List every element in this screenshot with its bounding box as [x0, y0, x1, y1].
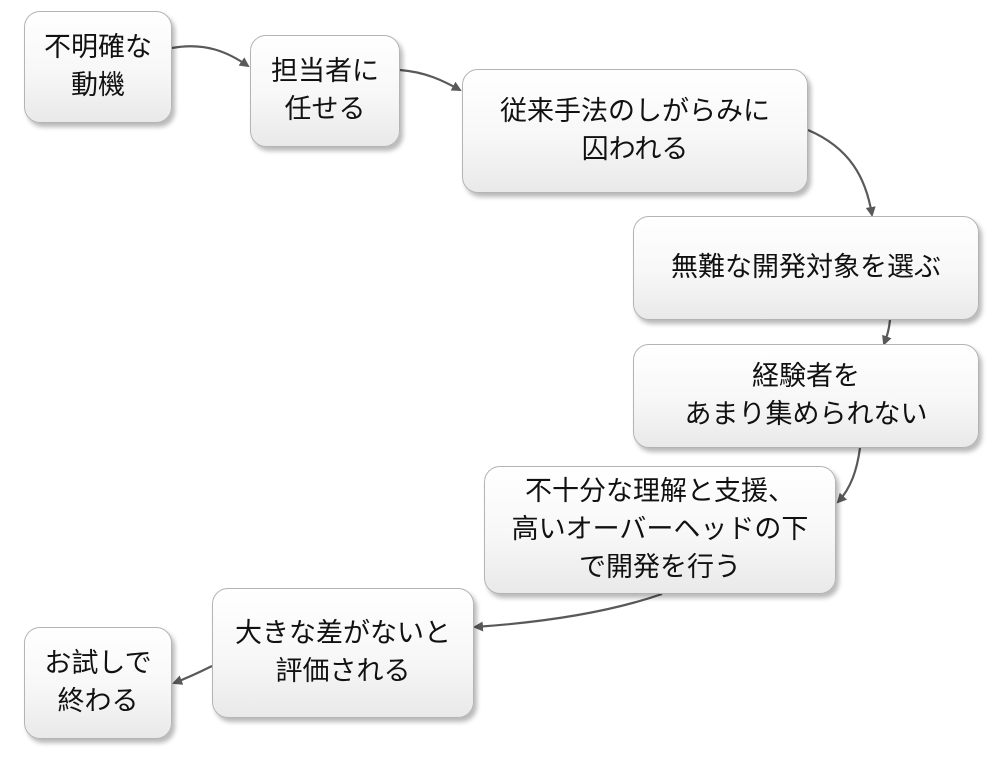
step-choose-safe-target-text: 無難な開発対象を選ぶ — [671, 252, 941, 283]
step-leave-to-staff-text: 担当者に 任せる — [271, 56, 379, 125]
arrow-s6-to-s7 — [473, 592, 663, 632]
step-unclear-motivation-text: 不明確な 動機 — [44, 32, 152, 101]
step-develop-under-overhead-text: 不十分な理解と支援、 高いオーバーヘッドの下 で開発を行う — [511, 476, 809, 583]
arrow-s4-to-s5 — [882, 319, 892, 346]
arrow-s5-to-s6 — [836, 447, 862, 504]
arrow-s2-to-s3 — [399, 68, 462, 91]
step-choose-safe-target: 無難な開発対象を選ぶ — [633, 216, 979, 320]
step-few-experienced-staff: 経験者を あまり集められない — [633, 344, 979, 448]
step-develop-under-overhead: 不十分な理解と支援、 高いオーバーヘッドの下 で開発を行う — [484, 466, 836, 594]
step-few-experienced-staff-text: 経験者を あまり集められない — [684, 361, 928, 430]
step-leave-to-staff: 担当者に 任せる — [250, 35, 400, 147]
step-ends-as-trial: お試しで 終わる — [24, 627, 172, 739]
arrow-s1-to-s2 — [171, 45, 250, 68]
step-bound-by-legacy-methods: 従来手法のしがらみに 囚われる — [462, 69, 808, 193]
step-bound-by-legacy-methods-text: 従来手法のしがらみに 囚われる — [500, 96, 770, 165]
step-evaluated-no-difference: 大きな差がないと 評価される — [212, 588, 474, 718]
step-unclear-motivation: 不明確な 動機 — [24, 11, 172, 123]
arrow-s7-to-s8 — [172, 665, 213, 685]
step-evaluated-no-difference-text: 大きな差がないと 評価される — [235, 618, 451, 687]
step-ends-as-trial-text: お試しで 終わる — [44, 648, 152, 717]
arrow-s3-to-s4 — [807, 128, 876, 217]
